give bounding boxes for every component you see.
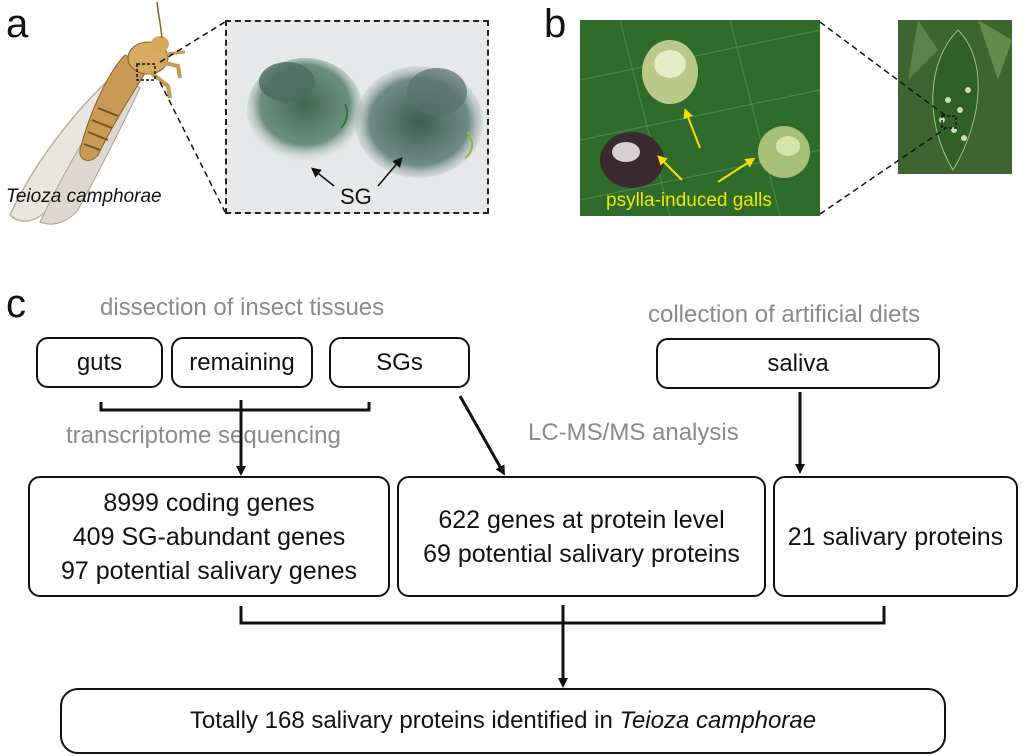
tissue-box-guts: guts — [36, 337, 163, 388]
sg-arrow-right — [377, 156, 403, 187]
tissue-label-guts: guts — [76, 348, 123, 376]
dissection-heading: dissection of insect tissues — [100, 294, 385, 321]
sg-label: SG — [340, 184, 372, 209]
species-label: Teioza camphorae — [6, 186, 162, 207]
salivary-gland-micrograph: SG — [225, 20, 489, 214]
lcms-label: LC-MS/MS analysis — [528, 419, 739, 446]
zoom-line-top-a — [159, 21, 226, 63]
tissue-label-remaining: remaining — [189, 348, 295, 376]
gall-arrow-2 — [657, 155, 683, 181]
zoom-line-top-b — [819, 21, 947, 117]
zoom-line-bottom-b — [819, 127, 947, 215]
tissue-label-sgs: SGs — [376, 348, 423, 376]
saliva-box: saliva — [656, 338, 940, 389]
protein-level-genes-text: 622 genes at protein level — [438, 505, 725, 534]
final-result-species: Teioza camphorae — [619, 707, 817, 734]
transcriptome-result-box: 8999 coding genes 409 SG-abundant genes … — [28, 476, 390, 597]
panel-b-letter: b — [544, 2, 567, 46]
panel-a-letter: a — [6, 2, 29, 46]
leaf-photo — [898, 20, 1012, 174]
tissue-box-sgs: SGs — [329, 337, 470, 388]
zoom-line-bottom-a — [159, 81, 226, 213]
potential-salivary-genes-text: 97 potential salivary genes — [60, 556, 358, 585]
final-result-text: Totally 168 salivary proteins identified… — [190, 707, 816, 735]
potential-salivary-proteins-text: 69 potential salivary proteins — [423, 539, 740, 568]
final-result-prefix: Totally 168 salivary proteins identified… — [189, 707, 620, 734]
insect-image — [9, 1, 186, 225]
gall-label: psylla-induced galls — [606, 190, 772, 211]
sg-arrow-left — [310, 167, 335, 187]
gall-arrow-1 — [683, 108, 701, 149]
salivary-proteins-text: 21 salivary proteins — [787, 522, 1004, 551]
coding-genes-text: 8999 coding genes — [103, 488, 315, 517]
sg-abundant-genes-text: 409 SG-abundant genes — [72, 522, 346, 551]
collection-heading: collection of artificial diets — [648, 301, 921, 328]
final-result-box: Totally 168 salivary proteins identified… — [60, 688, 946, 754]
saliva-result-box: 21 salivary proteins — [773, 476, 1018, 597]
panel-c-letter: c — [6, 282, 26, 326]
gall-arrow-3 — [717, 157, 756, 183]
transcriptome-label: transcriptome sequencing — [66, 422, 341, 449]
gall-closeup-photo: psylla-induced galls — [580, 20, 820, 216]
saliva-label: saliva — [767, 349, 829, 377]
tissues-bracket — [99, 402, 371, 412]
sgs-to-proteome-arrow — [458, 395, 505, 476]
tissue-box-remaining: remaining — [171, 337, 313, 388]
proteome-result-box: 622 genes at protein level 69 potential … — [397, 476, 766, 597]
